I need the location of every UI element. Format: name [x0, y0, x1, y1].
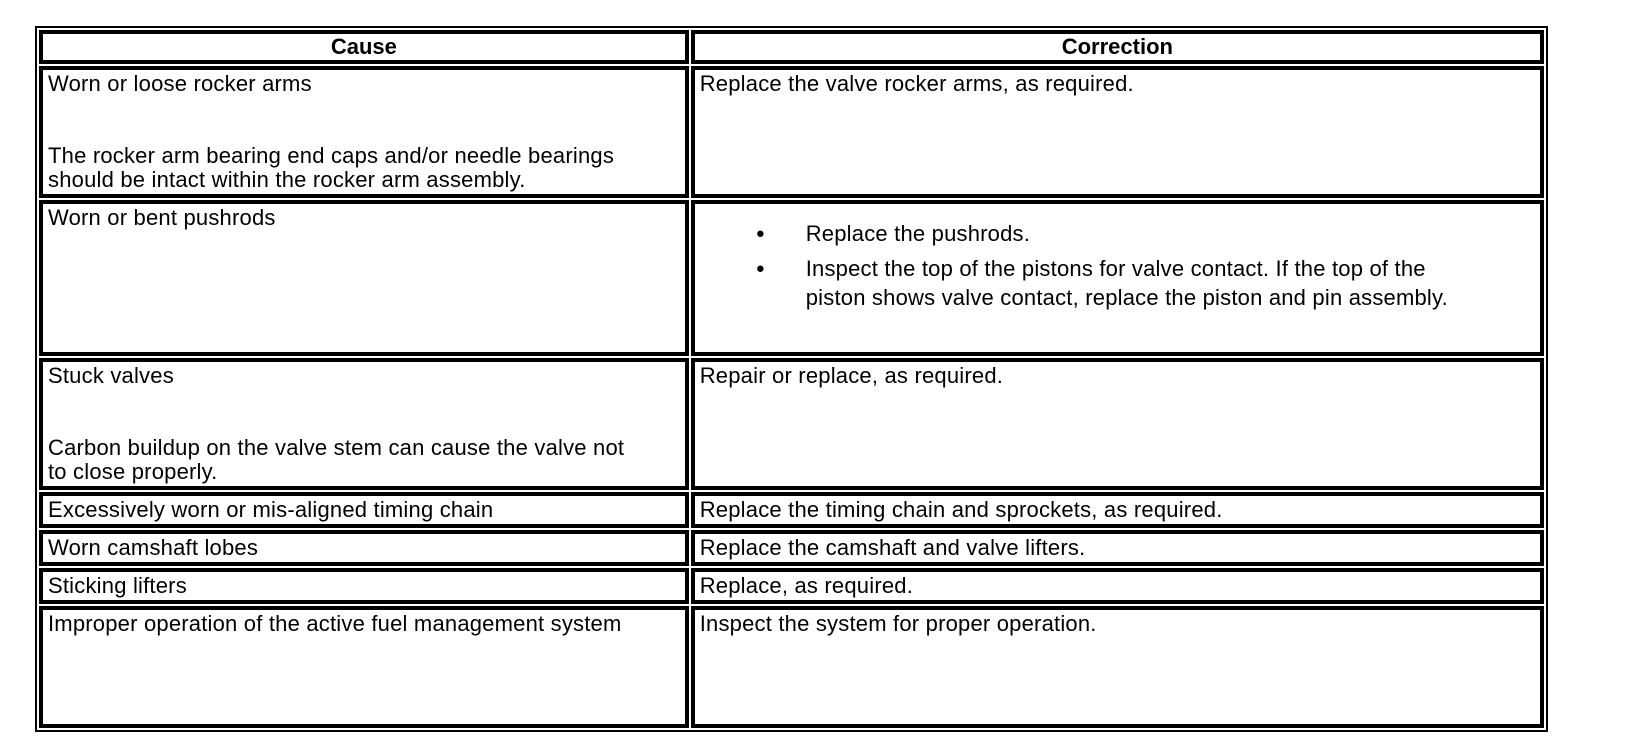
correction-cell: Replace the timing chain and sprockets, …	[690, 492, 1544, 528]
cause-text: Excessively worn or mis-aligned timing c…	[48, 497, 494, 522]
correction-text: Inspect the system for proper operation.	[699, 611, 1097, 636]
cause-cell: Worn or loose rocker arms The rocker arm…	[39, 66, 689, 198]
cause-cell: Sticking lifters	[39, 568, 689, 604]
bullet-text: Replace the pushrods.	[805, 221, 1031, 246]
cause-cell: Excessively worn or mis-aligned timing c…	[39, 492, 689, 528]
table-row: Stuck valves Carbon buildup on the valve…	[39, 358, 1544, 490]
correction-text: Replace the camshaft and valve lifters.	[699, 535, 1086, 560]
cause-text: Improper operation of the active fuel ma…	[48, 611, 622, 636]
cause-text: Sticking lifters	[48, 573, 187, 598]
correction-cell: Repair or replace, as required.	[690, 358, 1544, 490]
cause-text: Worn or loose rocker arms The rocker arm…	[48, 71, 615, 192]
bullet-icon: ●	[755, 225, 765, 242]
column-header-correction: Correction	[690, 30, 1544, 64]
table-row: Worn camshaft lobes Replace the camshaft …	[39, 530, 1544, 566]
cause-cell: Worn or bent pushrods	[39, 200, 689, 356]
cause-cell: Worn camshaft lobes	[39, 530, 689, 566]
correction-text: Replace the valve rocker arms, as requir…	[699, 71, 1134, 96]
cause-cell: Stuck valves Carbon buildup on the valve…	[39, 358, 689, 490]
bullet-item: ● Replace the pushrods.	[756, 219, 1535, 248]
correction-text: Replace, as required.	[699, 573, 914, 598]
correction-cell: Replace the valve rocker arms, as requir…	[690, 66, 1544, 198]
bullet-list: ● Replace the pushrods. ● Inspect the top o…	[700, 219, 1535, 312]
table-row: Sticking lifters Replace, as required.	[39, 568, 1544, 604]
bullet-text: Inspect the top of the pistons for valve…	[805, 256, 1448, 310]
column-header-cause: Cause	[39, 30, 689, 64]
header-row: Cause Correction	[39, 30, 1544, 64]
cause-cell: Improper operation of the active fuel ma…	[39, 606, 689, 728]
bullet-icon: ●	[755, 260, 765, 277]
cause-correction-table: Cause Correction Worn or loose rocker ar…	[35, 26, 1548, 732]
cause-text: Worn or bent pushrods	[48, 205, 276, 230]
correction-cell: Replace, as required.	[690, 568, 1544, 604]
correction-text: Replace the timing chain and sprockets, …	[699, 497, 1223, 522]
table-row: Worn or bent pushrods ● Replace the pushro…	[39, 200, 1544, 356]
table-row: Worn or loose rocker arms The rocker arm…	[39, 66, 1544, 198]
correction-cell: Replace the camshaft and valve lifters.	[690, 530, 1544, 566]
table-row: Excessively worn or mis-aligned timing c…	[39, 492, 1544, 528]
bullet-item: ● Inspect the top of the pistons for valv…	[756, 254, 1535, 312]
correction-cell: Inspect the system for proper operation.	[690, 606, 1544, 728]
table-row: Improper operation of the active fuel ma…	[39, 606, 1544, 728]
cause-text: Worn camshaft lobes	[48, 535, 259, 560]
cause-text: Stuck valves Carbon buildup on the valve…	[48, 363, 625, 484]
correction-text: Repair or replace, as required.	[699, 363, 1004, 388]
correction-cell: ● Replace the pushrods. ● Inspect the top o…	[690, 200, 1544, 356]
